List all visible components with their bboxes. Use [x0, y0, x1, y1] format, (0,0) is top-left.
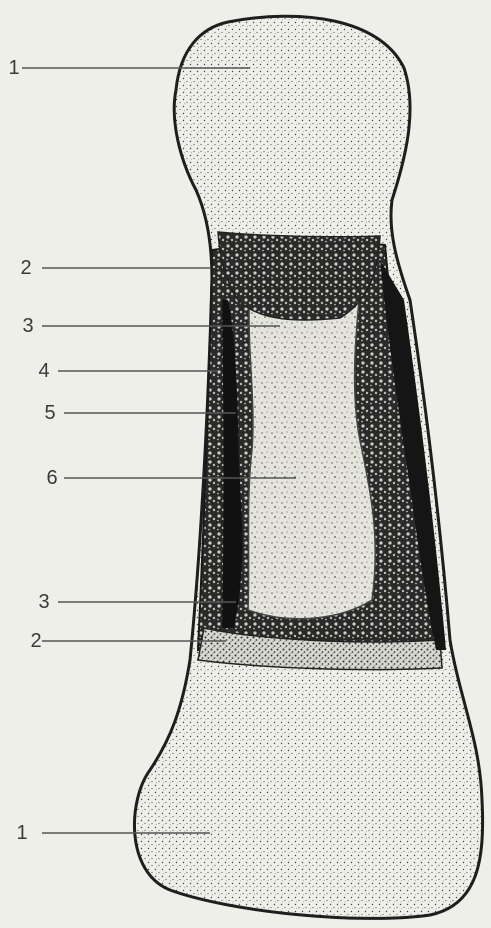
label-1-top: 1 [4, 58, 24, 78]
medullary-cavity [248, 290, 375, 619]
label-2-lower: 2 [26, 631, 46, 651]
label-2-upper: 2 [16, 258, 36, 278]
label-4: 4 [34, 361, 54, 381]
label-6: 6 [42, 468, 62, 488]
label-3-upper: 3 [18, 316, 38, 336]
label-1-bottom: 1 [12, 823, 32, 843]
label-3-lower: 3 [34, 592, 54, 612]
label-5: 5 [40, 403, 60, 423]
